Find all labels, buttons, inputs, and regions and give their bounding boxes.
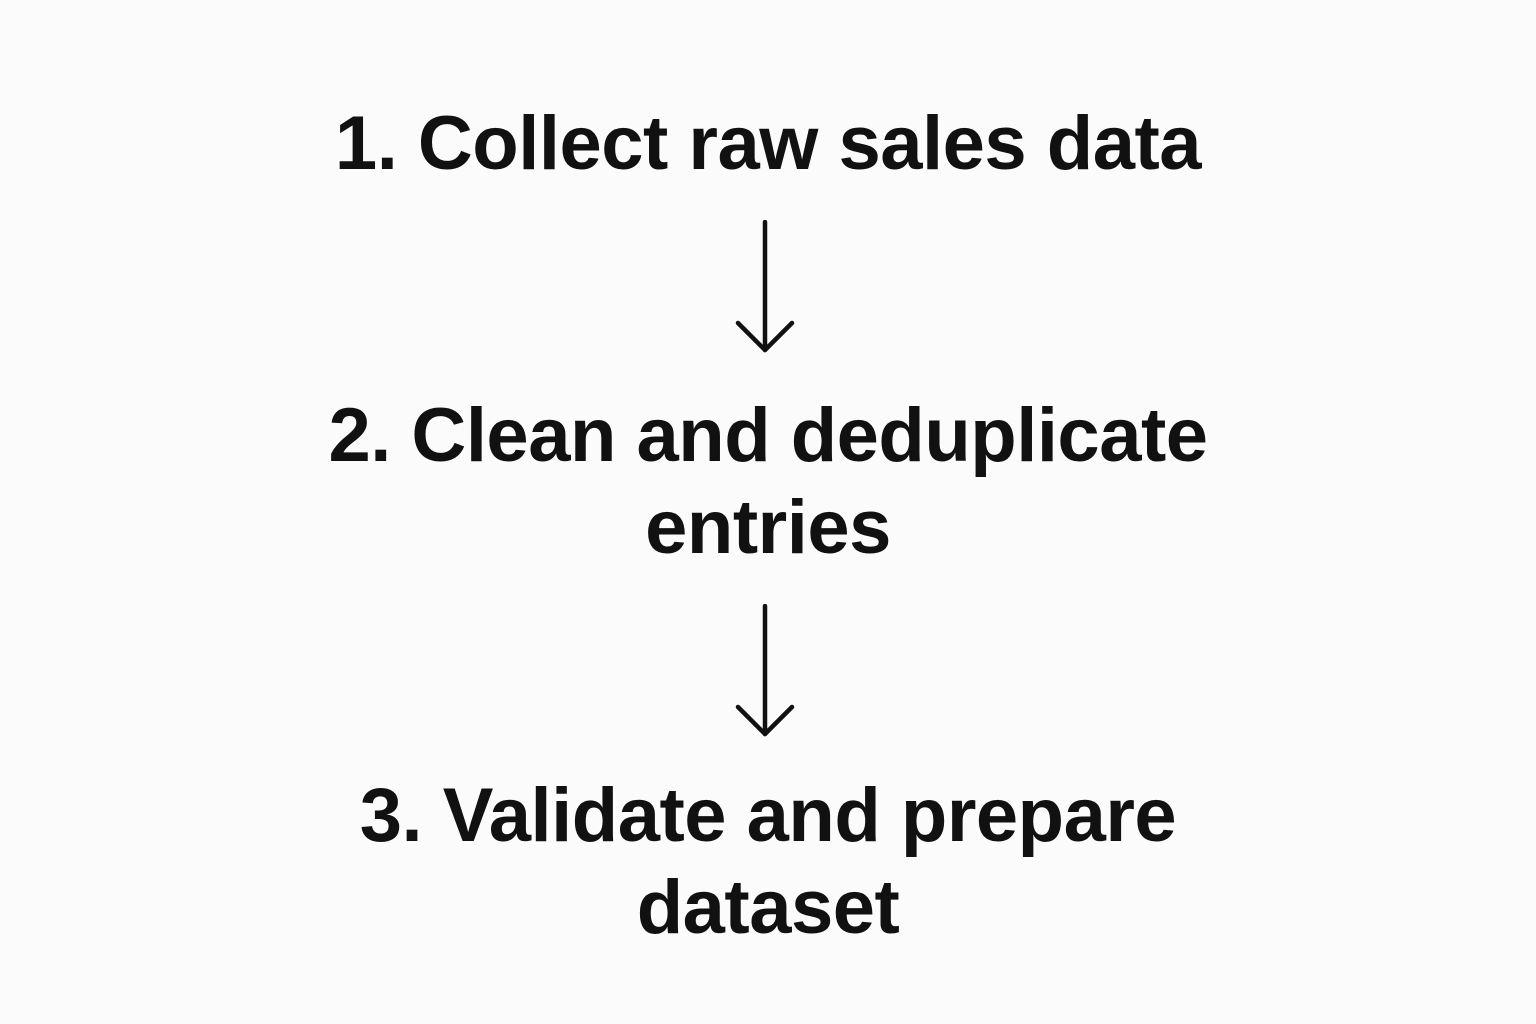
- step-2-label-line-1: 2. Clean and deduplicate: [328, 393, 1208, 478]
- step-3-label-line-2: dataset: [636, 865, 900, 950]
- step-2-label-line-2: entries: [645, 485, 891, 570]
- step-clean-and-deduplicate: 2. Clean and deduplicate entries: [0, 390, 1536, 574]
- step-3-label-line-1: 3. Validate and prepare: [359, 773, 1177, 858]
- arrow-down-icon: [735, 220, 795, 356]
- arrow-down-icon: [735, 604, 795, 740]
- step-validate-and-prepare: 3. Validate and prepare dataset: [0, 770, 1536, 954]
- step-collect-raw-sales-data: 1. Collect raw sales data: [0, 98, 1536, 190]
- step-1-label: 1. Collect raw sales data: [334, 101, 1202, 186]
